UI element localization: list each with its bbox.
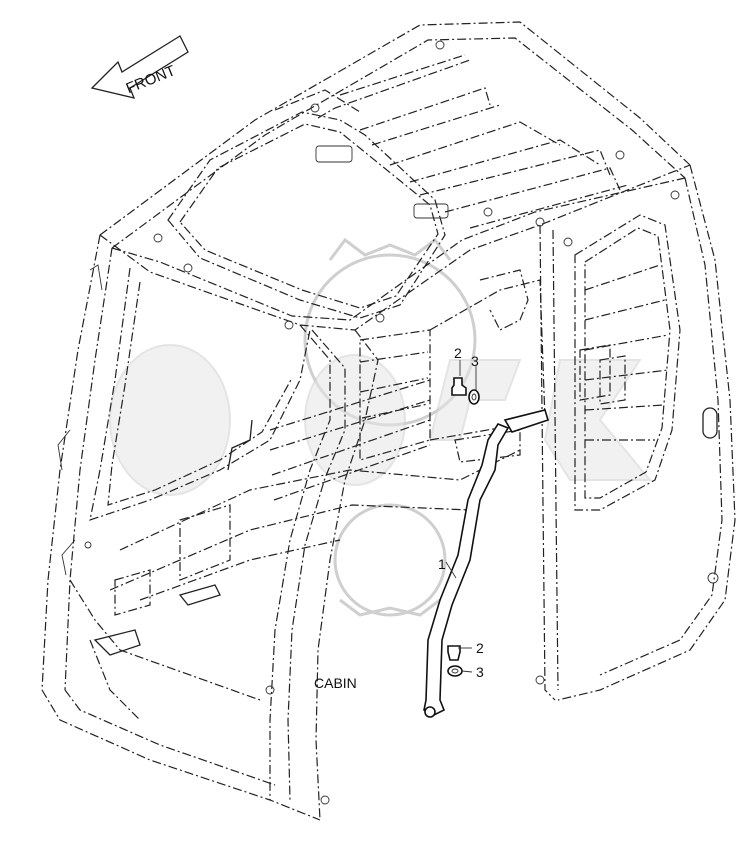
callout-1: 1 (438, 556, 446, 572)
callout-leaders (445, 360, 477, 673)
fastener-upper (451, 377, 480, 405)
front-arrow-icon: FRONT (90, 35, 189, 99)
fastener-lower (447, 645, 463, 677)
cabin-rear-side (479, 164, 736, 701)
callout-2-lower: 2 (476, 640, 484, 656)
front-label: FRONT (124, 62, 178, 97)
assembly-label: CABIN (314, 675, 357, 691)
watermark-text: ОРЕХ (80, 492, 108, 503)
cabin-roof (99, 21, 691, 331)
callout-3-lower: 3 (476, 664, 484, 680)
cabin-front-frame (41, 234, 379, 821)
callout-2-upper: 2 (454, 345, 462, 361)
callout-3-upper: 3 (471, 353, 479, 369)
part-1-rod (423, 409, 549, 718)
watermark: ОРЕХ (80, 237, 653, 617)
